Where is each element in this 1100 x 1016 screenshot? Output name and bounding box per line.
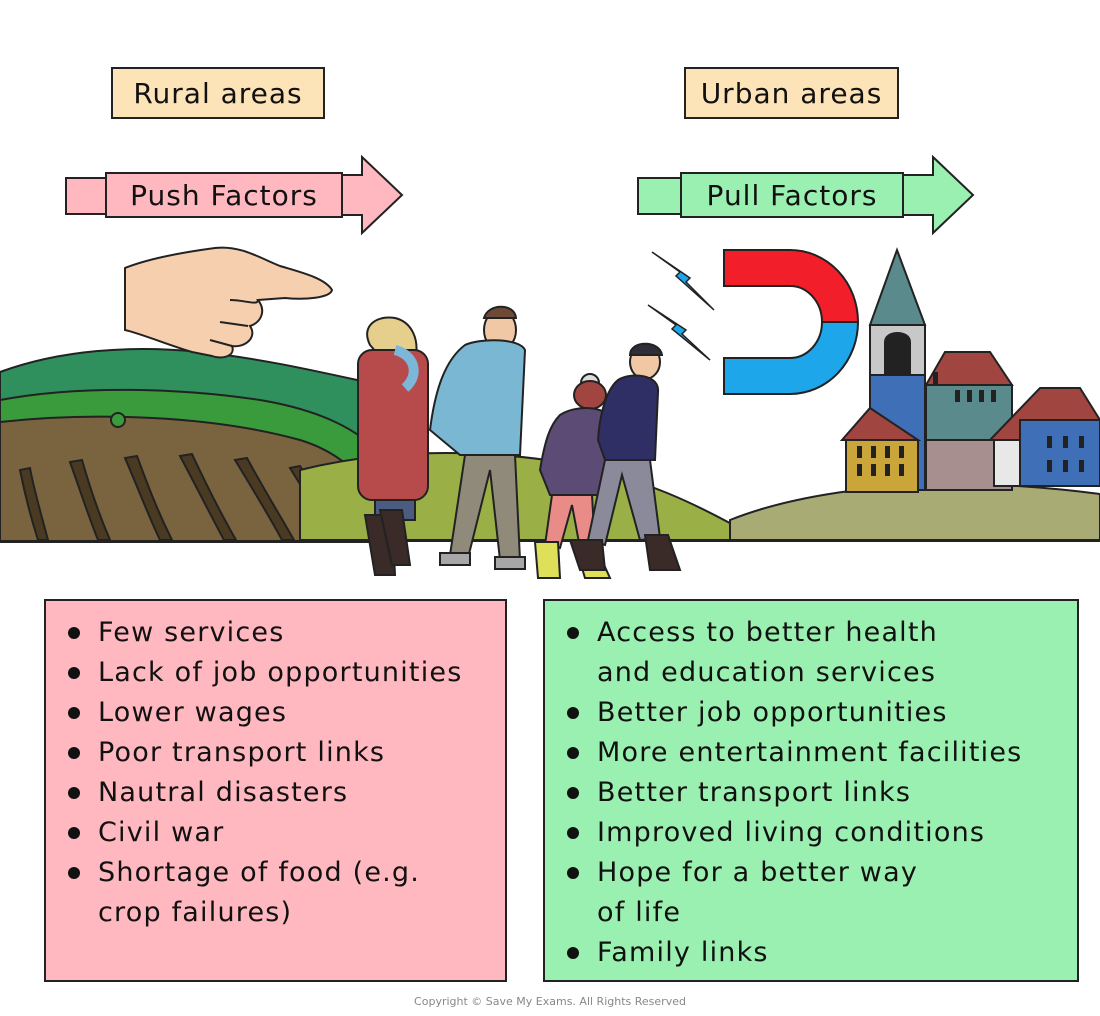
bullet-icon — [567, 827, 579, 839]
pull-factor-item: More entertainment facilities — [563, 733, 1067, 773]
push-factor-item: Civil war — [64, 813, 495, 853]
pull-factor-item: Better job opportunities — [563, 693, 1067, 733]
walking-people — [357, 305, 682, 579]
church-icon — [839, 247, 1100, 493]
push-arrow — [65, 154, 404, 236]
bullet-icon — [567, 627, 579, 639]
copyright-notice: Copyright © Save My Exams. All Rights Re… — [414, 995, 686, 1008]
person-boy — [568, 342, 682, 571]
push-factor-text: Civil war — [98, 817, 225, 848]
push-factors-label: Push Factors — [130, 178, 318, 212]
push-factor-item: Lower wages — [64, 693, 495, 733]
pull-factor-text: Family links — [597, 937, 769, 968]
person-man — [428, 305, 527, 570]
person-woman — [357, 316, 429, 576]
push-factor-item: Poor transport links — [64, 733, 495, 773]
lightning-icon — [647, 251, 715, 361]
pull-factor-text: Better job opportunities — [597, 697, 948, 728]
migration-scene — [0, 154, 1100, 579]
pull-factor-text: Better transport links — [597, 777, 912, 808]
push-factor-text: Nautral disasters — [98, 777, 349, 808]
bullet-icon — [68, 827, 80, 839]
pull-factors-label: Pull Factors — [706, 178, 878, 212]
pointing-hand-icon — [124, 246, 334, 359]
pull-factor-item: Access to better health and education se… — [563, 613, 1067, 693]
bullet-icon — [567, 747, 579, 759]
magnet-icon — [723, 249, 860, 395]
bullet-icon — [567, 707, 579, 719]
push-factor-item: Few services — [64, 613, 495, 653]
town-windows — [857, 372, 1084, 476]
push-factor-text: Lack of job opportunities — [98, 657, 463, 688]
pull-factor-item: Better transport links — [563, 773, 1067, 813]
pull-factors-box: Access to better health and education se… — [543, 599, 1079, 982]
person-girl — [533, 373, 614, 579]
bullet-icon — [68, 747, 80, 759]
bullet-icon — [68, 787, 80, 799]
urban-areas-label: Urban areas — [684, 67, 899, 119]
push-factor-text: Few services — [98, 617, 285, 648]
bullet-icon — [567, 867, 579, 879]
push-factor-item: Nautral disasters — [64, 773, 495, 813]
push-factor-item: Lack of job opportunities — [64, 653, 495, 693]
push-factor-text: Lower wages — [98, 697, 288, 728]
rural-areas-label: Rural areas — [111, 67, 325, 119]
bullet-icon — [68, 667, 80, 679]
bullet-icon — [68, 627, 80, 639]
pull-factor-text: Improved living conditions — [597, 817, 986, 848]
bullet-icon — [68, 867, 80, 879]
pull-factor-item: Improved living conditions — [563, 813, 1067, 853]
bullet-icon — [567, 787, 579, 799]
pull-factor-text: More entertainment facilities — [597, 737, 1023, 768]
pull-factor-text: Access to better health and education se… — [597, 617, 938, 688]
pull-factor-item: Family links — [563, 933, 1067, 973]
bullet-icon — [567, 947, 579, 959]
push-factor-text: Shortage of food (e.g. crop failures) — [98, 857, 421, 928]
push-factors-box: Few services Lack of job opportunities L… — [44, 599, 507, 982]
rural-hills — [0, 348, 391, 543]
bullet-icon — [68, 707, 80, 719]
push-factor-text: Poor transport links — [98, 737, 386, 768]
pull-factor-text: Hope for a better way of life — [597, 857, 919, 928]
pull-arrow — [637, 154, 975, 236]
pull-factor-item: Hope for a better way of life — [563, 853, 1067, 933]
push-factor-item: Shortage of food (e.g. crop failures) — [64, 853, 495, 933]
